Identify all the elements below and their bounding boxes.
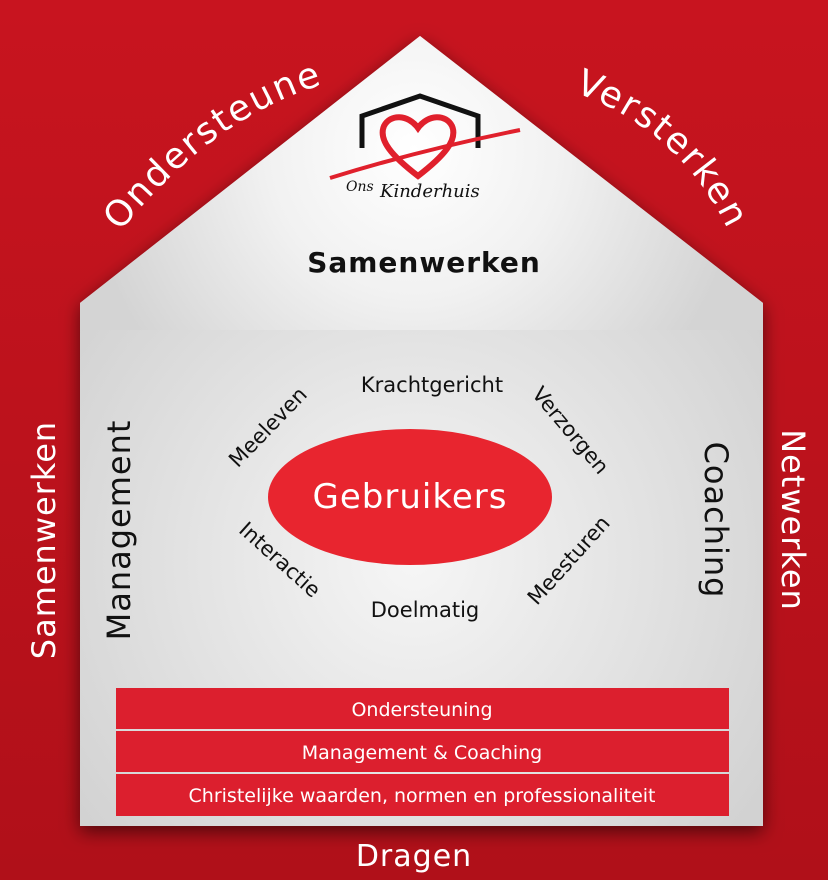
heart-icon <box>379 114 457 180</box>
foundation-row-2-label: Management & Coaching <box>302 742 542 764</box>
logo-text-main: Kinderhuis <box>379 181 480 202</box>
logo: Ons Kinderhuis <box>329 93 521 202</box>
logo-text-small: Ons <box>346 179 374 195</box>
foundation-row-3 <box>116 774 729 816</box>
foundation-row-2 <box>116 731 729 772</box>
bottom-label: Dragen <box>356 839 472 874</box>
inner-left-label: Management <box>100 420 138 641</box>
outer-right-label: Netwerken <box>774 429 812 611</box>
core-label: Gebruikers <box>313 477 508 517</box>
foundation-row-1 <box>116 688 729 729</box>
foundation: Ondersteuning Management & Coaching Chri… <box>116 688 729 816</box>
logo-swoosh-icon <box>329 128 521 180</box>
foundation-row-1-label: Ondersteuning <box>351 699 492 721</box>
roof-center-label: Samenwerken <box>307 246 541 279</box>
core-oval <box>268 429 552 565</box>
ring-krachtgericht: Krachtgericht <box>361 373 503 397</box>
ring-doelmatig: Doelmatig <box>371 598 480 622</box>
foundation-row-3-label: Christelijke waarden, normen en professi… <box>189 785 656 807</box>
logo-roof-icon <box>359 93 481 148</box>
inner-right-label: Coaching <box>697 442 735 599</box>
outer-left-label: Samenwerken <box>25 421 63 659</box>
